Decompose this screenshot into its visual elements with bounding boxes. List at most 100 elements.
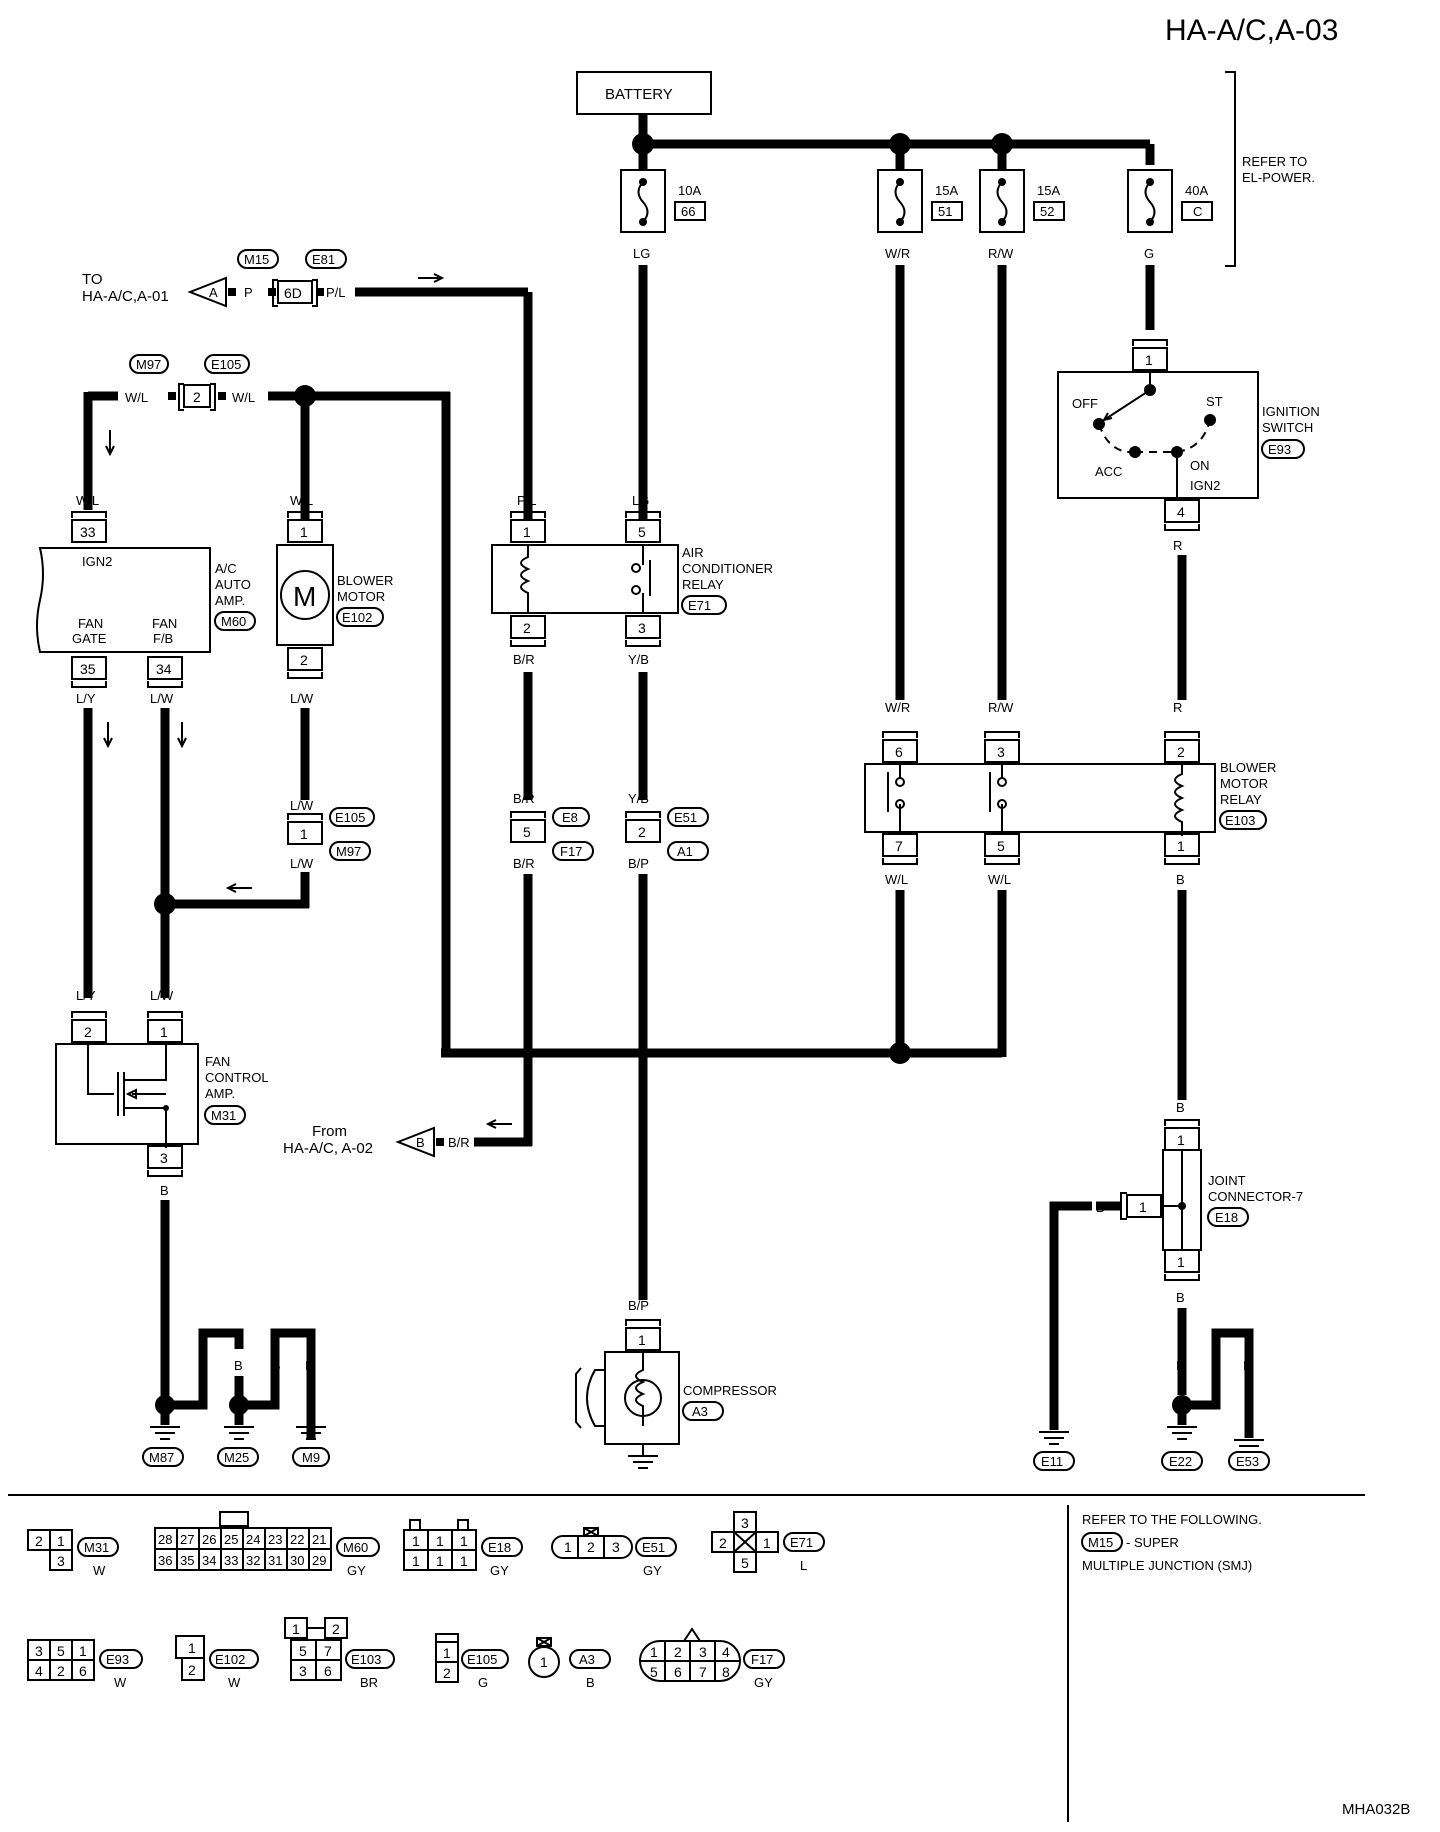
ign-st: ST <box>1206 394 1223 409</box>
e102-name: E102 <box>215 1652 245 1667</box>
bmr-label-3: RELAY <box>1220 792 1262 807</box>
f17-p4: 4 <box>722 1644 730 1660</box>
comp-conn: A3 <box>692 1404 708 1419</box>
f17-p3: 3 <box>699 1644 707 1660</box>
to-a01: TO HA-A/C,A-01 A P 6D P/L M15 E81 <box>82 249 347 308</box>
to-text-2: HA-A/C,A-01 <box>82 288 169 305</box>
relay-wire-yb: Y/B <box>628 652 649 667</box>
p-wire: P <box>244 285 253 300</box>
from-arrow-label: B <box>416 1135 425 1150</box>
gr-w1: B <box>1049 1358 1058 1373</box>
bmr-wire-b: B <box>1176 872 1185 887</box>
e103-p6: 6 <box>324 1663 332 1679</box>
relay-pin-e8: 5 <box>523 824 531 840</box>
fan-pin-3: 3 <box>160 1150 168 1166</box>
relay-e8: E8 <box>562 810 578 825</box>
a3-p1: 1 <box>540 1654 548 1670</box>
m60-pin-bottom: 34 <box>202 1553 216 1568</box>
legend-e18: 1 1 1 1 1 1 E18 GY <box>403 1519 523 1578</box>
m60-pin-bottom: 31 <box>268 1553 282 1568</box>
legend-f17: 1 2 3 4 5 6 7 8 F17 GY <box>639 1627 785 1690</box>
amp-ign2: IGN2 <box>82 554 112 569</box>
ign-on: ON <box>1190 458 1210 473</box>
amp-pin-35: 35 <box>80 661 96 677</box>
f17-p7: 7 <box>699 1664 707 1680</box>
bmr-wire-wr: W/R <box>885 700 910 715</box>
joint-pin-side: 1 <box>1139 1199 1147 1215</box>
fuse-51-amp: 15A <box>935 183 958 198</box>
joint-wire-bot: B <box>1176 1290 1185 1305</box>
ign-acc: ACC <box>1095 464 1122 479</box>
m60-pin-top: 22 <box>290 1532 304 1547</box>
m31-color: W <box>93 1563 106 1578</box>
gr-e22: E22 <box>1169 1454 1192 1469</box>
blower-pin-1: 1 <box>300 524 308 540</box>
relay-e51: E51 <box>674 810 697 825</box>
ac-relay: P/L LG 1 5 2 3 AIR CONDITIONER RELAY E71… <box>491 493 773 871</box>
e71-p5: 5 <box>741 1555 749 1571</box>
gr-e11: E11 <box>1041 1454 1063 1469</box>
e105-p2: 2 <box>443 1665 451 1681</box>
figure-id: MHA032B <box>1342 1801 1410 1818</box>
relay-a1: A1 <box>677 844 693 859</box>
from-text-1: From <box>312 1123 347 1140</box>
blower-wire-lw2: L/W <box>290 798 314 813</box>
e103-name: E103 <box>351 1652 381 1667</box>
fan-wire-b: B <box>160 1183 169 1198</box>
amp-fan-fb-1: FAN <box>152 616 177 631</box>
m31-p2: 2 <box>35 1533 43 1549</box>
relay-wire-bp: B/P <box>628 856 649 871</box>
m15-label: M15 <box>244 252 269 267</box>
a3-name: A3 <box>579 1652 595 1667</box>
fan-wire-ly: L/Y <box>76 988 96 1003</box>
ign-label-1: IGNITION <box>1262 404 1320 419</box>
e18-p6: 1 <box>460 1553 468 1569</box>
joint-pin-top: 1 <box>1177 1132 1185 1148</box>
amp-conn: M60 <box>221 614 246 629</box>
amp-label-3: AMP. <box>215 593 245 608</box>
legend-e93: 3 5 1 4 2 6 E93 W <box>27 1639 143 1690</box>
legend-e105: 1 2 E105 G <box>435 1633 509 1690</box>
e93-p4: 4 <box>35 1663 43 1679</box>
blower-label-1: BLOWER <box>337 573 393 588</box>
m60-pin-top: 26 <box>202 1532 216 1547</box>
e51-name: E51 <box>642 1540 665 1555</box>
m60-pin-top: 23 <box>268 1532 282 1547</box>
amp-label-1: A/C <box>215 561 237 576</box>
m60-pin-bottom: 35 <box>180 1553 194 1568</box>
e51-p1: 1 <box>564 1539 572 1555</box>
bmr-wire-rw: R/W <box>988 700 1014 715</box>
refer-3: MULTIPLE JUNCTION (SMJ) <box>1082 1558 1252 1573</box>
blower-pin-j: 1 <box>300 826 308 842</box>
e71-name: E71 <box>790 1535 813 1550</box>
fuse-66-num: 66 <box>681 204 695 219</box>
e51-p3: 3 <box>612 1539 620 1555</box>
m31-p1: 1 <box>57 1533 65 1549</box>
e71-p2: 2 <box>719 1535 727 1551</box>
fuse-15a-52: 15A 52 R/W <box>979 144 1065 261</box>
bmr-pin-7: 7 <box>895 838 903 854</box>
e18-color: GY <box>490 1563 509 1578</box>
fuse-15a-51: 15A 51 W/R <box>877 144 963 261</box>
ign-pin-4: 4 <box>1177 504 1185 520</box>
to-text-1: TO <box>82 271 103 288</box>
e102-color: W <box>228 1675 241 1690</box>
power-bracket <box>1225 71 1236 267</box>
m60-pin-top: 28 <box>158 1532 172 1547</box>
from-a02: From HA-A/C, A-02 B B/R <box>283 1123 470 1158</box>
gl-m87: M87 <box>149 1450 174 1465</box>
e93-color: W <box>114 1675 127 1690</box>
amp-wire-wl: W/L <box>76 493 99 508</box>
m97-connector: M97 E105 W/L 2 W/L <box>125 354 255 411</box>
m31-name: M31 <box>84 1540 109 1555</box>
f17-p6: 6 <box>674 1664 682 1680</box>
amp-fan-gate-2: GATE <box>72 631 107 646</box>
bmr-wire-wl2: W/L <box>988 872 1011 887</box>
fan-pin-2: 2 <box>84 1024 92 1040</box>
blower-label-2: MOTOR <box>337 589 385 604</box>
fuse-51-num: 51 <box>938 204 952 219</box>
bmr-conn: E103 <box>1225 813 1255 828</box>
e103-p2: 2 <box>332 1621 340 1637</box>
gr-w2: B <box>1176 1358 1185 1373</box>
